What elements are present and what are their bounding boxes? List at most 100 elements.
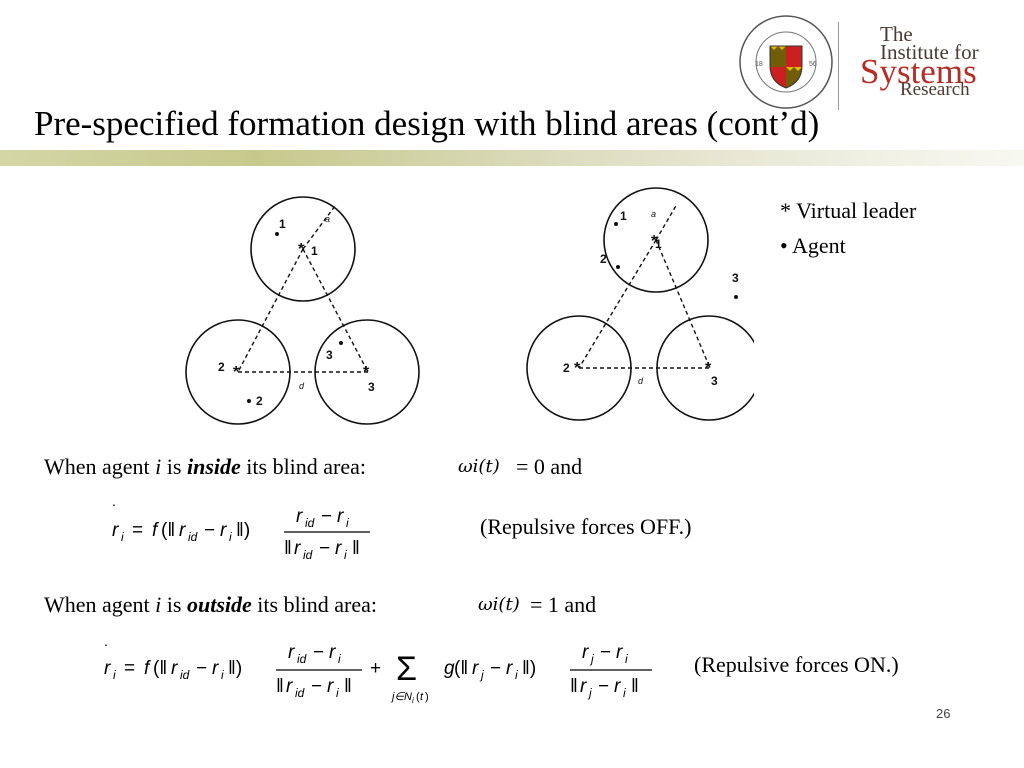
diagram-label: d	[638, 376, 644, 386]
svg-text:−: −	[319, 538, 330, 559]
svg-text:‖: ‖	[631, 676, 639, 697]
svg-text:i: i	[346, 516, 349, 530]
slide-title: Pre-specified formation design with blin…	[34, 104, 820, 143]
svg-text:i: i	[623, 686, 626, 700]
svg-text:id: id	[188, 530, 198, 544]
svg-text:i: i	[412, 696, 414, 705]
diagram-label: 1	[620, 209, 627, 223]
svg-text:(‖: (‖	[454, 658, 468, 679]
diagram-label: 2	[218, 360, 225, 374]
svg-text:r: r	[506, 658, 513, 679]
svg-text:−: −	[598, 676, 609, 697]
svg-text:i: i	[221, 668, 224, 682]
diagram-label: 1	[655, 237, 662, 251]
svg-text:*: *	[651, 233, 658, 250]
svg-text:‖: ‖	[284, 538, 292, 559]
svg-text:r: r	[580, 676, 587, 697]
svg-text:‖: ‖	[352, 538, 360, 559]
svg-text:−: −	[204, 520, 215, 541]
svg-text:i: i	[113, 668, 116, 682]
svg-text:*: *	[233, 364, 240, 381]
svg-text:j∈N: j∈N	[390, 691, 412, 703]
svg-text:‖: ‖	[344, 676, 352, 697]
svg-text:t: t	[420, 691, 424, 703]
svg-text:18: 18	[755, 61, 763, 68]
equation-inside: . ri = f(‖ rid − ri ‖) rid − ri ‖ rid − …	[112, 502, 370, 560]
svg-text:i: i	[336, 686, 339, 700]
svg-text:r: r	[288, 642, 295, 663]
svg-text:−: −	[196, 658, 207, 679]
diagram-label: 3	[326, 348, 333, 362]
repulsive-off-note: (Repulsive forces OFF.)	[480, 514, 692, 539]
inside-keyword: inside	[186, 454, 241, 479]
svg-text:(‖: (‖	[161, 520, 175, 541]
svg-text:r: r	[112, 520, 119, 541]
svg-text:r: r	[294, 538, 301, 559]
diagram-label: 1	[311, 244, 318, 258]
outside-keyword: outside	[186, 592, 252, 617]
svg-text:r: r	[582, 642, 589, 663]
svg-text:*: *	[298, 241, 305, 258]
svg-text:r: r	[327, 676, 334, 697]
svg-text:‖: ‖	[570, 676, 578, 697]
svg-text:−: −	[600, 642, 611, 663]
outside-condition-text: When agent i is outside its blind area:	[44, 592, 378, 617]
svg-text:‖): ‖)	[522, 658, 536, 679]
svg-text:r: r	[212, 658, 219, 679]
svg-text:g: g	[444, 658, 455, 679]
inside-condition-value: = 0 and	[516, 454, 583, 479]
svg-text:r: r	[220, 520, 227, 541]
svg-text:i: i	[338, 652, 341, 666]
svg-text:f: f	[144, 658, 151, 679]
svg-text:id: id	[295, 686, 305, 700]
logo-divider	[838, 22, 839, 110]
svg-text:i: i	[229, 530, 232, 544]
diagram-label: 2	[563, 361, 570, 375]
svg-text:f: f	[152, 520, 159, 541]
svg-text:j: j	[479, 668, 484, 682]
blind-area-circle-1	[250, 196, 356, 302]
isr-logo-the: The	[880, 22, 913, 46]
diagram-label: a	[651, 209, 656, 219]
svg-text:r: r	[614, 676, 621, 697]
svg-text:=: =	[124, 658, 135, 679]
svg-text:r: r	[337, 506, 344, 527]
svg-text:*: *	[574, 360, 581, 377]
diagram-label: 3	[368, 380, 375, 394]
formation-diagram-outside: * * * 1 1 a 2 2 3 3 d	[526, 187, 754, 421]
isr-logo-institute: Institute for	[880, 40, 979, 64]
svg-text:r: r	[286, 676, 293, 697]
legend-virtual-leader: * Virtual leader	[780, 198, 917, 223]
repulsive-on-note: (Repulsive forces ON.)	[694, 652, 899, 677]
svg-text:i: i	[515, 668, 518, 682]
isr-logo-research: Research	[900, 79, 970, 100]
svg-text:Σ: Σ	[396, 650, 417, 688]
svg-text:r: r	[179, 520, 186, 541]
svg-text:‖: ‖	[276, 676, 284, 697]
svg-text:r: r	[296, 506, 303, 527]
blind-area-circle-1	[603, 187, 709, 293]
svg-text:id: id	[305, 516, 315, 530]
svg-text:r: r	[104, 658, 111, 679]
svg-text:(‖: (‖	[153, 658, 167, 679]
umd-seal-logo: 18 56	[739, 15, 833, 109]
legend-agent: • Agent	[780, 233, 846, 258]
diagram-label: 3	[711, 374, 718, 388]
svg-text:56: 56	[809, 61, 817, 68]
diagram-label: 2	[600, 252, 607, 266]
svg-text:−: −	[313, 642, 324, 663]
svg-text:.: .	[112, 502, 116, 509]
svg-text:r: r	[329, 642, 336, 663]
svg-text:): )	[425, 691, 429, 703]
svg-text:id: id	[297, 652, 307, 666]
title-underline-bar	[0, 150, 1024, 166]
omega-outside: ωi(t)	[478, 594, 520, 615]
svg-text:j: j	[589, 652, 594, 666]
outside-condition-value: = 1 and	[530, 592, 597, 617]
isr-logo-systems: Systems	[860, 52, 977, 91]
omega-inside: ωi(t)	[458, 456, 500, 477]
svg-text:i: i	[625, 652, 628, 666]
svg-text:j: j	[587, 686, 592, 700]
svg-text:−: −	[321, 506, 332, 527]
